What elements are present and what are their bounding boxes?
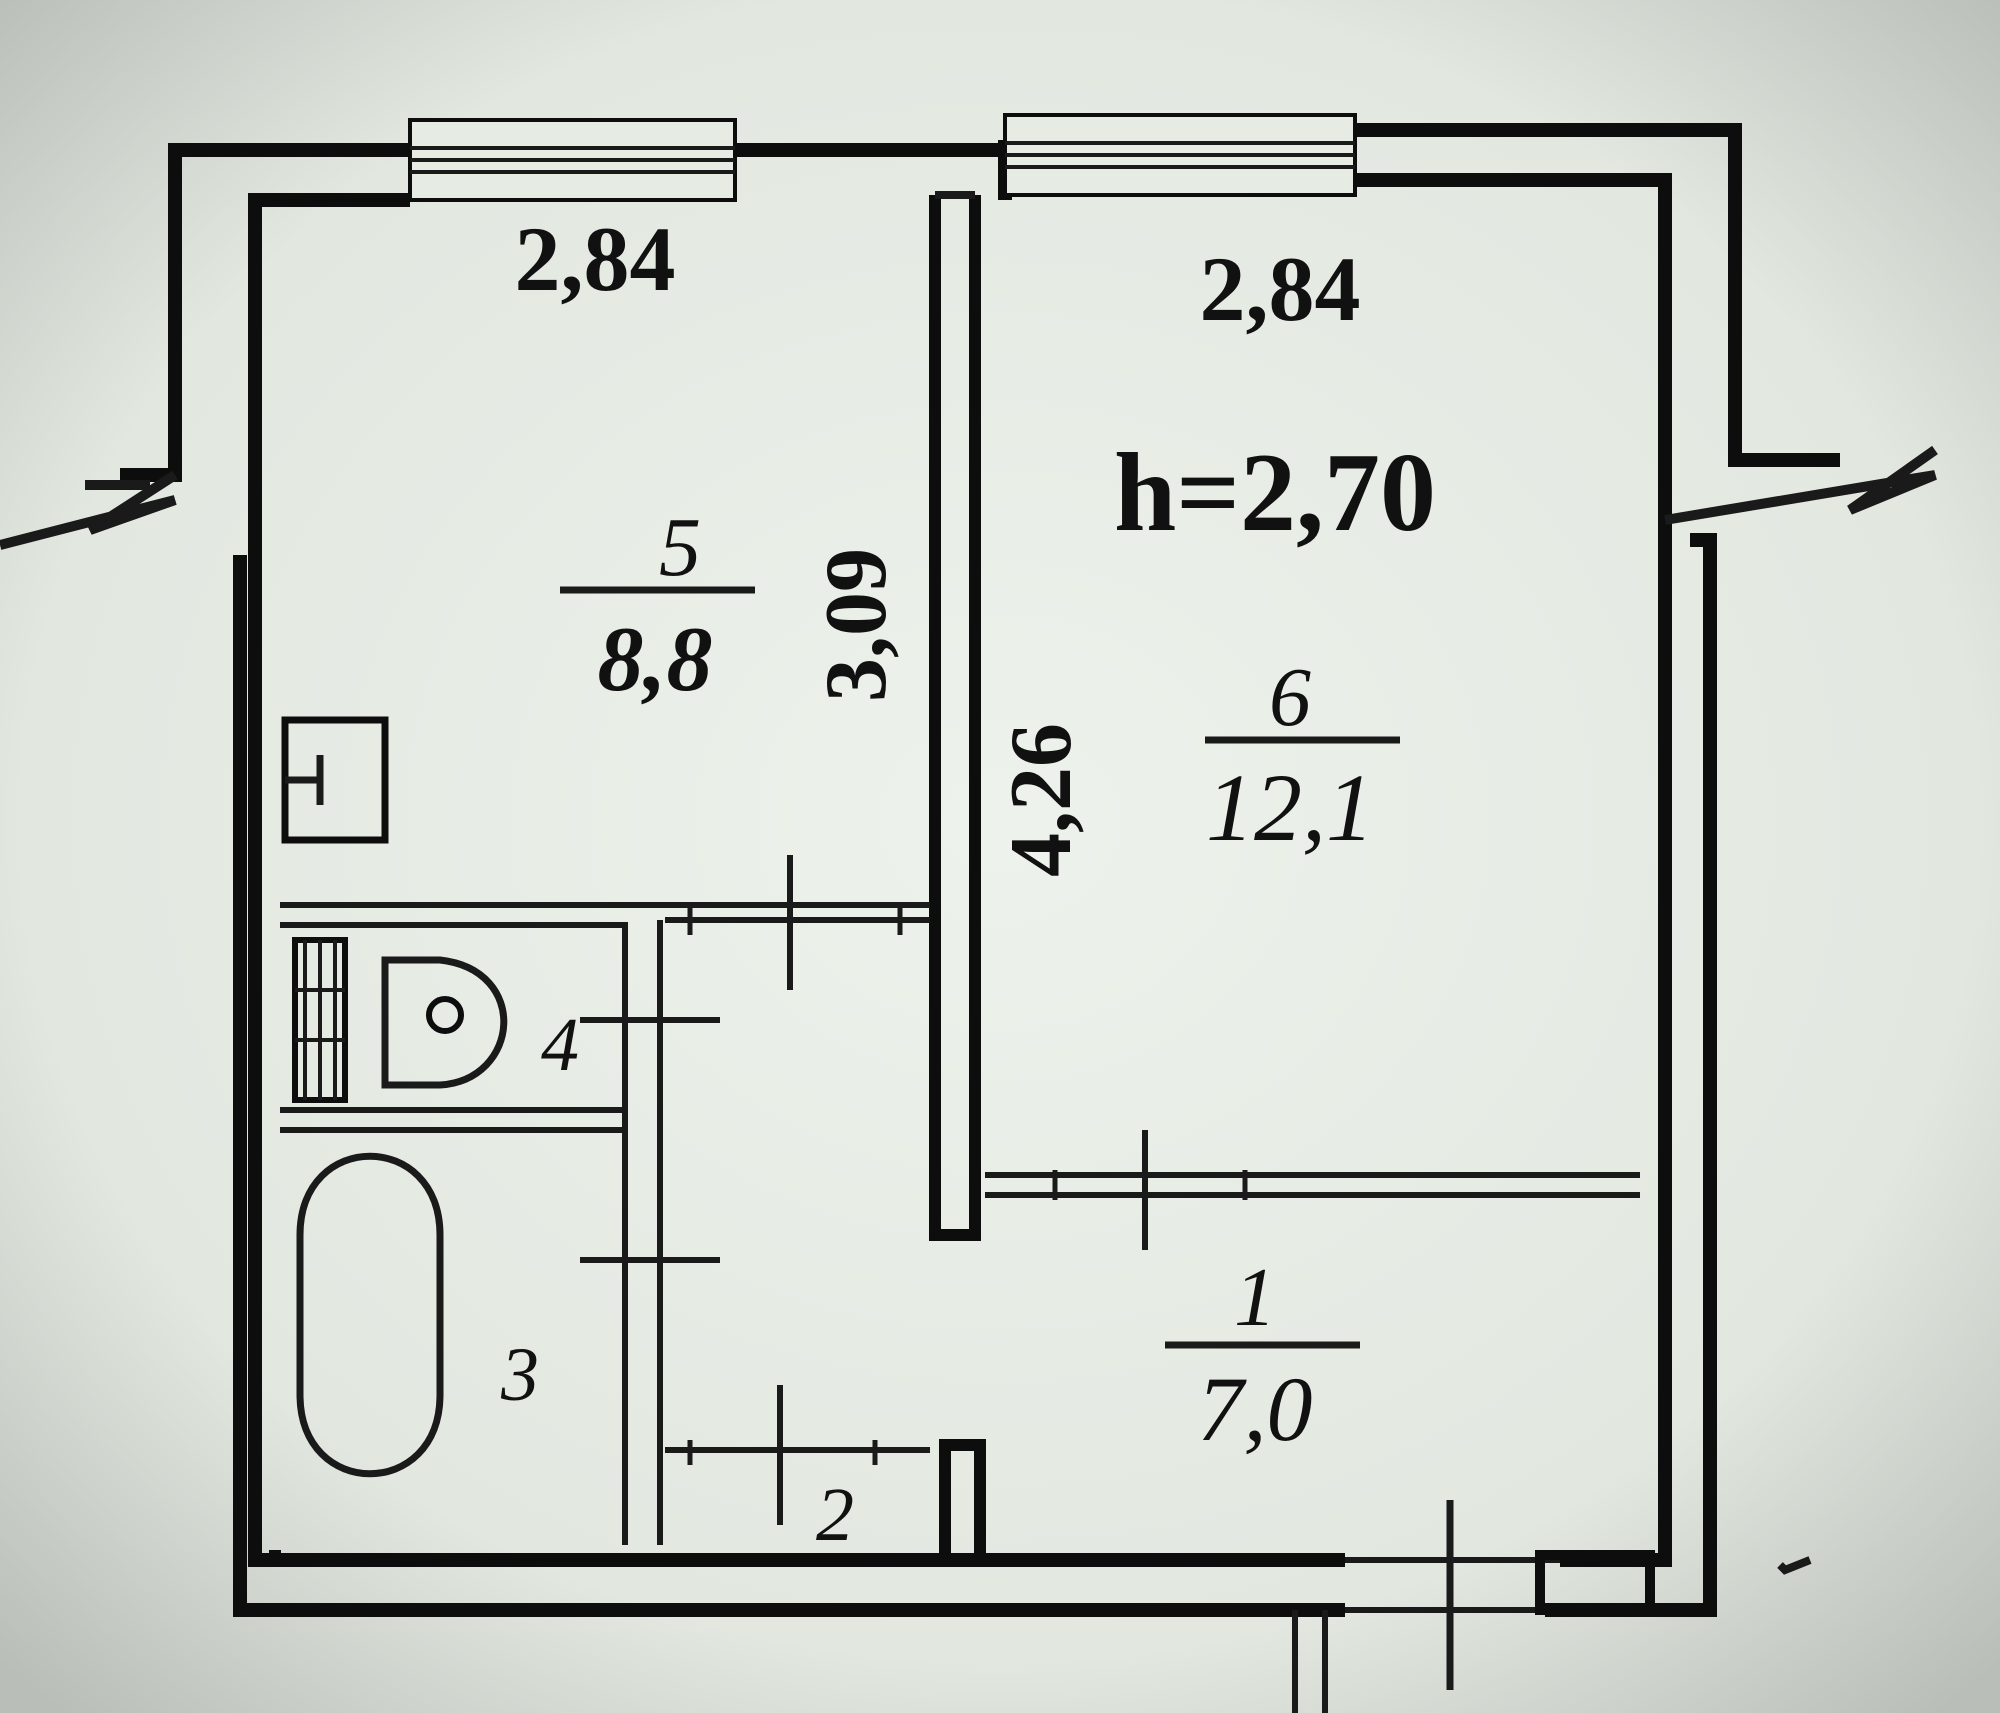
ceiling-height-label: h=2,70	[1114, 431, 1436, 555]
window-kitchen	[408, 118, 737, 202]
room-2-label: 2	[816, 1473, 854, 1557]
svg-text:6: 6	[1269, 651, 1311, 744]
room-5-label: 5 8,8	[560, 501, 755, 710]
svg-text:12,1: 12,1	[1206, 754, 1374, 861]
bathtub-icon	[296, 1152, 444, 1478]
window-room	[1003, 113, 1357, 197]
room-4-label: 4	[541, 1003, 579, 1087]
room-3-label: 3	[500, 1333, 539, 1417]
svg-text:7,0: 7,0	[1198, 1358, 1313, 1460]
room-6-label: 6 12,1	[1205, 651, 1400, 861]
sink-icon	[292, 937, 348, 1103]
kitchen-length-dimension: 3,09	[808, 548, 905, 702]
hall-divider	[985, 1130, 1640, 1250]
bathroom-partitions	[280, 855, 986, 1555]
svg-text:5: 5	[659, 501, 701, 594]
entrance-door	[1292, 1500, 1655, 1713]
partition-wall	[929, 191, 981, 1241]
stove-icon	[281, 716, 389, 844]
kitchen-width-dimension: 2,84	[515, 208, 676, 310]
room-1-label: 1 7,0	[1165, 1251, 1360, 1460]
svg-text:8,8: 8,8	[598, 608, 713, 710]
room-width-dimension: 2,84	[1200, 238, 1361, 340]
svg-text:1: 1	[1234, 1251, 1276, 1344]
toilet-icon	[381, 956, 508, 1089]
room-length-dimension: 4,26	[993, 723, 1090, 877]
